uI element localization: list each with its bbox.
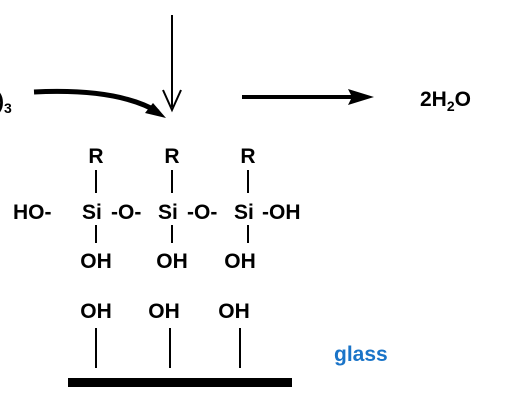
silicon-atom-1: Si [82,201,102,224]
r-group-3: R [240,145,255,168]
vertical-arrowhead [162,89,182,113]
silicon-atom-2: Si [158,201,178,224]
product-arrowhead [348,89,374,105]
glass-label: glass [334,343,388,366]
water-product: 2H2O [420,88,471,114]
silanol-oh-2: OH [156,250,188,273]
silanol-oh-3: OH [224,250,256,273]
oh-terminal: -OH [262,201,301,224]
glass-substrate-bar [68,378,292,387]
surface-oh-1: OH [80,300,112,323]
siloxane-oxygen-1: -O- [111,201,141,224]
r-group-1: R [88,145,103,168]
siloxane-oxygen-2: -O- [187,201,217,224]
ho-terminal: HO- [13,201,52,224]
surface-oh-2: OH [148,300,180,323]
reagent-curved-arrow [33,88,160,115]
r-group-2: R [164,145,179,168]
silanol-oh-1: OH [80,250,112,273]
silicon-atom-3: Si [234,201,254,224]
surface-oh-3: OH [218,300,250,323]
reagent-arrowhead [145,103,166,118]
reagent-fragment: )3 [0,90,12,116]
